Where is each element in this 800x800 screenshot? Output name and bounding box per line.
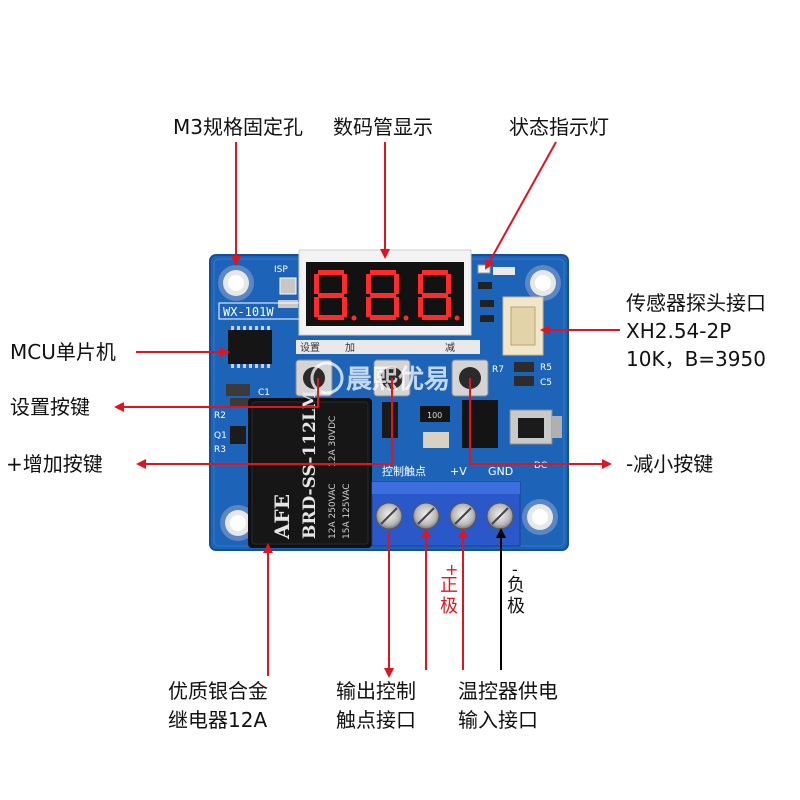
isp-pad-2: [278, 300, 298, 308]
smd-100: [420, 406, 450, 422]
label-output-2: 触点接口: [336, 708, 416, 732]
label-sensor-port-3: 10K，B=3950: [626, 347, 766, 371]
smd-resistor-2: [480, 300, 494, 307]
isp-pad: [279, 277, 297, 295]
label-minus-button: -减小按键: [626, 452, 714, 476]
label-sensor-port-2: XH2.54-2P: [626, 319, 732, 343]
transistor-q1: [230, 426, 246, 444]
relay-spec-2: 15A 125VAC: [342, 483, 352, 539]
voltage-regulator: [509, 409, 562, 445]
terminal-screw-2: [412, 502, 440, 530]
arrow-minus-button: [469, 378, 612, 469]
pcb-plusv-label: +V: [450, 465, 467, 478]
label-plus-button: +增加按键: [6, 452, 103, 476]
label-sensor-port-1: 传感器探头接口: [626, 291, 766, 315]
inductor: [462, 400, 498, 448]
relay-brand: AFE: [270, 494, 294, 540]
label-set-button: 设置按键: [10, 395, 90, 419]
model-label: WX-101W: [223, 305, 274, 319]
label-negative-2: 极: [507, 596, 525, 617]
terminal-screw-3: [449, 502, 477, 530]
pcb-btn-set: 设置: [300, 342, 320, 354]
smd-c5: [514, 376, 534, 386]
mount-hole-tr: [525, 265, 561, 301]
smd-c1: [226, 384, 250, 396]
terminal-screw-1: [375, 502, 403, 530]
seven-seg-digits: [314, 270, 460, 321]
label-q1: Q1: [214, 431, 227, 441]
label-display: 数码管显示: [333, 115, 433, 139]
pcb-contact-label: 控制触点: [382, 464, 426, 478]
smd-r5: [514, 362, 534, 372]
relay: AFE BRD-SS-112LM 12A 250VAC 15A 125VAC 1…: [248, 390, 372, 548]
mcu-chip: [228, 326, 272, 368]
mount-hole-br: [522, 499, 558, 535]
pcb-btn-minus: 减: [445, 342, 455, 354]
terminal-screw-4: [486, 502, 514, 530]
pcb-btn-plus: 加: [345, 342, 355, 354]
label-c5: C5: [540, 378, 552, 388]
label-r5: R5: [540, 363, 552, 373]
relay-spec-1: 12A 250VAC: [328, 483, 338, 539]
label-mount-hole: M3规格固定孔: [173, 115, 303, 139]
button-label-strip: [296, 340, 480, 354]
label-positive-sign: +: [445, 560, 459, 579]
label-relay-1: 优质银合金: [168, 679, 268, 703]
label-r7: R7: [492, 365, 504, 375]
ceramic-cap: [423, 432, 449, 448]
label-status-led: 状态指示灯: [509, 115, 609, 139]
label-output-1: 输出控制: [336, 679, 416, 703]
smd-resistor-1: [478, 282, 492, 289]
smd-resistor-3: [480, 315, 494, 322]
label-mcu: MCU单片机: [10, 340, 116, 364]
watermark: 晨熙优易: [310, 361, 450, 395]
mount-hole-bl: [220, 505, 256, 541]
label-positive-1: 正: [440, 575, 458, 596]
sensor-connector-slot: [510, 306, 536, 346]
label-100: 100: [427, 411, 442, 420]
label-dc: DC: [534, 461, 547, 471]
terminal-block: [371, 481, 521, 547]
mount-hole-tl: [218, 265, 254, 301]
label-r2: R2: [214, 411, 226, 421]
set-button-switch: [295, 359, 333, 397]
arrow-status-led: [485, 141, 557, 270]
label-negative-1: 负: [507, 575, 525, 596]
isp-label: ISP: [274, 265, 288, 275]
label-power-2: 输入接口: [458, 708, 538, 732]
label-c1: C1: [258, 388, 270, 398]
label-positive-2: 极: [440, 596, 458, 617]
arrow-plus-button: [136, 378, 393, 469]
status-led: [477, 264, 491, 274]
label-relay-2: 继电器12A: [168, 708, 268, 732]
label-r3: R3: [214, 445, 226, 455]
watermark-text: 晨熙优易: [346, 365, 450, 395]
smd-c2: [230, 398, 254, 408]
relay-spec-3: 12A 30VDC: [328, 416, 338, 467]
diode: [382, 402, 398, 438]
label-negative-sign: -: [512, 560, 518, 579]
pcb-gnd-label: GND: [488, 465, 513, 478]
label-power-1: 温控器供电: [458, 679, 558, 703]
status-led-label: [493, 267, 515, 275]
